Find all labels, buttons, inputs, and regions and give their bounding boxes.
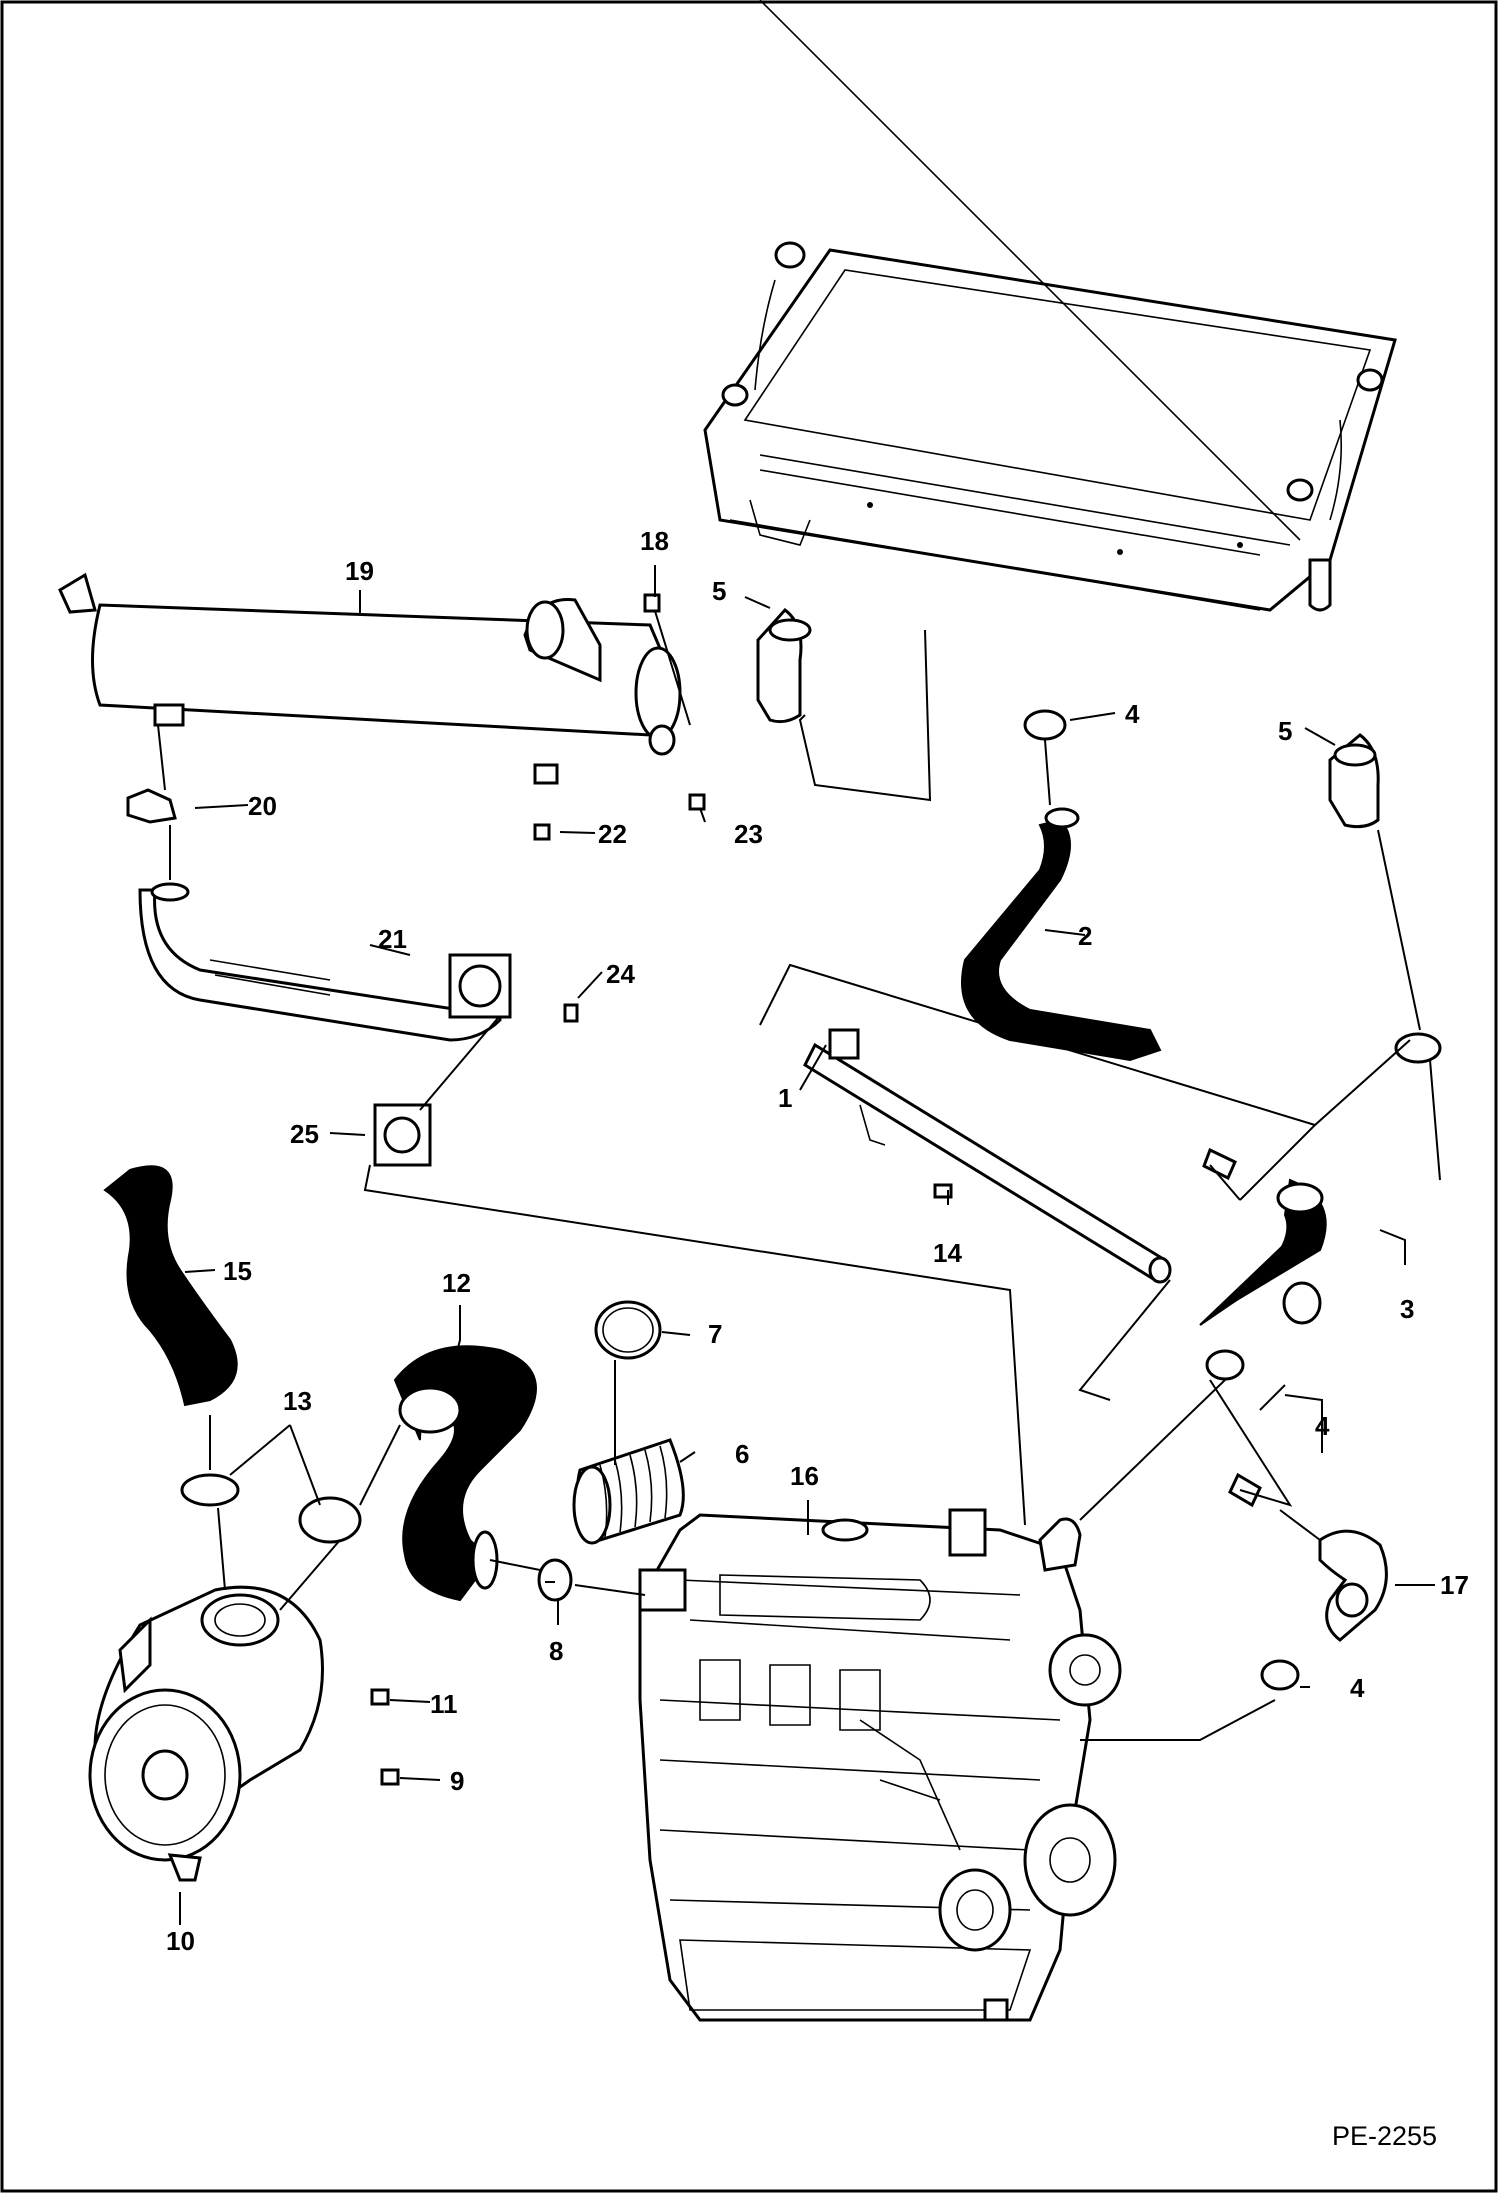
callout-24: 24	[606, 959, 635, 989]
callout-14: 14	[933, 1238, 962, 1268]
callout-19: 19	[345, 556, 374, 586]
callout-labels: 1 2 3 4 4 4 5 5 6 7 8 9 10 11 12 13 14 1…	[166, 526, 1469, 2151]
exhaust-pipe	[138, 882, 512, 1042]
callout-4c: 4	[1350, 1673, 1365, 1703]
bolt	[370, 1688, 390, 1706]
callout-4b: 4	[1315, 1411, 1330, 1441]
hose-clamp	[180, 1473, 240, 1507]
callout-9: 9	[450, 1766, 464, 1796]
callout-25: 25	[290, 1119, 319, 1149]
gasket	[373, 1103, 432, 1167]
callout-12: 12	[442, 1268, 471, 1298]
callout-4a: 4	[1125, 699, 1140, 729]
engine	[638, 1508, 1122, 2022]
diagram-id: PE-2255	[1332, 2121, 1437, 2151]
callout-16: 16	[790, 1461, 819, 1491]
callout-8: 8	[549, 1636, 563, 1666]
callout-5a: 5	[712, 576, 726, 606]
bellows-tube	[572, 1438, 685, 1545]
callout-15: 15	[223, 1256, 252, 1286]
callout-6: 6	[735, 1439, 749, 1469]
bolt	[563, 1003, 579, 1023]
callout-3: 3	[1400, 1294, 1414, 1324]
coolant-tube	[803, 1028, 1172, 1284]
clamp	[594, 1300, 662, 1360]
muffler	[58, 572, 682, 785]
callout-17: 17	[1440, 1570, 1469, 1600]
callout-23: 23	[734, 819, 763, 849]
hose-clamp	[1260, 1659, 1300, 1691]
callout-11: 11	[430, 1689, 458, 1719]
bolt	[380, 1768, 400, 1786]
callout-18: 18	[640, 526, 669, 556]
hose-clamp	[298, 1496, 362, 1544]
radiator	[703, 0, 1397, 612]
hose-clamp	[1394, 1032, 1442, 1064]
callout-21: 21	[378, 924, 407, 954]
callout-7: 7	[708, 1319, 722, 1349]
callout-20: 20	[248, 791, 277, 821]
callout-5b: 5	[1278, 716, 1292, 746]
callout-1: 1	[778, 1083, 792, 1113]
leader-lines	[157, 565, 1441, 1925]
air-cleaner	[88, 1585, 324, 1882]
callout-10: 10	[166, 1926, 195, 1956]
hose-clamp	[537, 1558, 573, 1602]
air-intake-hose	[103, 1165, 238, 1407]
callout-22: 22	[598, 819, 627, 849]
nut	[688, 793, 706, 811]
hose-clamp	[1205, 1349, 1245, 1381]
callout-2: 2	[1078, 921, 1092, 951]
upper-radiator-hose	[961, 818, 1162, 1062]
air-cleaner-hose	[393, 1345, 537, 1602]
callout-13: 13	[283, 1386, 312, 1416]
bolt	[643, 593, 661, 613]
clamp-bracket	[126, 788, 177, 824]
hose-clamp	[1023, 709, 1067, 741]
nut	[533, 823, 551, 841]
